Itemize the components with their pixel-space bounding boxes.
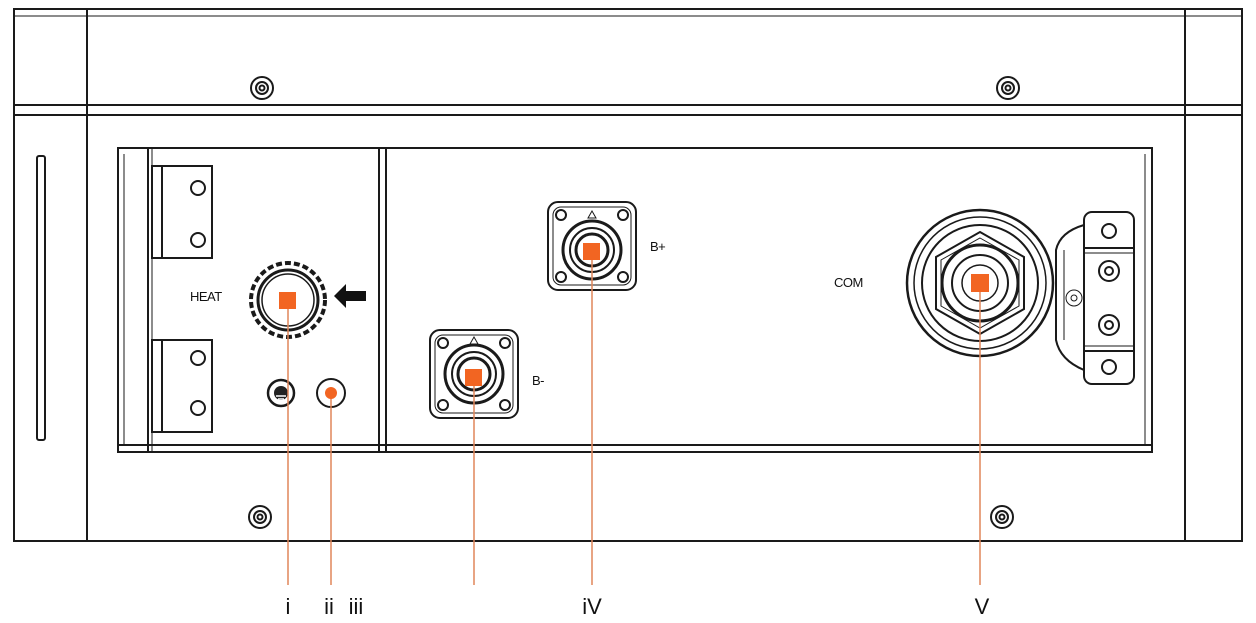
label-b-plus: B+ [650,239,665,254]
side-handle [36,155,46,441]
callout-iv: iV [582,594,602,619]
com-bracket [1055,211,1135,385]
label-b-minus: B- [532,373,544,388]
ground-icon [266,378,296,408]
callout-ii: ii [324,594,334,619]
label-heat: HEAT [190,289,222,304]
screw-bottom-left [248,505,272,529]
marker-b-plus [583,243,600,260]
label-com: COM [834,275,863,290]
screw-top-left [250,76,274,100]
callout-v: V [975,594,990,619]
screw-top-right [996,76,1020,100]
marker-com [971,274,989,292]
callout-i: i [286,594,291,619]
housing-outline [13,8,1243,542]
recessed-panel [117,147,1153,453]
marker-b-minus [465,369,482,386]
marker-indicator [325,387,337,399]
arrow-icon [334,284,366,308]
hinge-upper [151,165,213,259]
hinge-lower [151,339,213,433]
marker-heat [279,292,296,309]
screw-bottom-right [990,505,1014,529]
callout-iii: iii [349,594,364,619]
